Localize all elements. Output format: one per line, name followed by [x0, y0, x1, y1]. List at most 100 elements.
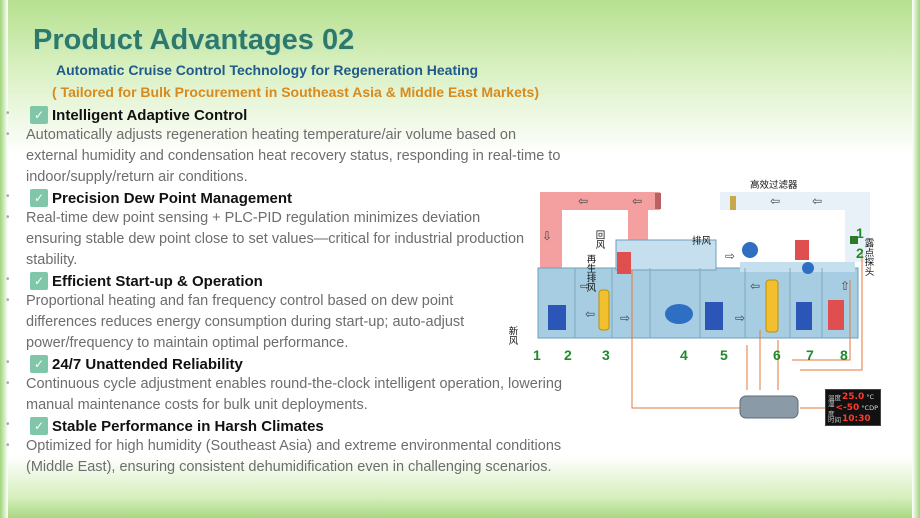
cooling-coil-icon	[705, 302, 723, 330]
checkmark-icon: ✓	[30, 272, 48, 290]
feature-heading: ✓ Intelligent Adaptive Control	[30, 105, 247, 125]
page-title: Product Advantages 02	[33, 24, 355, 56]
feature-title: Efficient Start-up & Operation	[52, 272, 263, 290]
upper-casing	[615, 239, 717, 271]
arrow-icon: ⇦	[750, 279, 760, 293]
checkmark-icon: ✓	[30, 355, 48, 373]
regen-fan-icon	[802, 262, 814, 274]
panel-unit: °CDP	[861, 403, 878, 412]
feature-heading: ✓ Stable Performance in Harsh Climates	[30, 416, 324, 436]
component-number: 6	[773, 347, 781, 363]
arrow-icon: ⇦	[585, 307, 595, 321]
panel-value: 10:30	[842, 413, 871, 424]
feature-heading: ✓ Precision Dew Point Management	[30, 188, 292, 208]
coil-icons	[548, 240, 844, 330]
feature-description: Real-time dew point sensing + PLC-PID re…	[26, 210, 525, 268]
feature-title: Precision Dew Point Management	[52, 189, 293, 207]
arrow-icon: ⇦	[812, 194, 822, 208]
bullet-dot: •	[6, 129, 10, 140]
supply-duct-right	[845, 192, 870, 262]
page-subtitle: Automatic Cruise Control Technology for …	[56, 62, 479, 78]
regen-exhaust-label: 再生排风	[585, 254, 597, 293]
panel-label: 湿度	[828, 399, 835, 418]
hepa-filter	[730, 196, 736, 210]
arrow-icon: ⇨	[725, 249, 735, 263]
bullet-dot: •	[6, 357, 10, 368]
exhaust-fan-icon	[742, 242, 758, 258]
desiccant-wheel-2	[765, 279, 779, 333]
arrow-icon: ⇩	[542, 229, 552, 243]
component-number: 1	[533, 347, 541, 363]
panel-label: 温度	[828, 393, 841, 402]
feature-title: Stable Performance in Harsh Climates	[52, 417, 324, 435]
market-note: ( Tailored for Bulk Procurement in South…	[52, 84, 539, 100]
arrow-icon: ⇦	[578, 194, 588, 208]
probe-number: 1	[856, 225, 864, 241]
component-number: 4	[680, 347, 688, 363]
bullet-dot: •	[6, 191, 10, 202]
controller-display: 温度 25.0 °C 湿度 <-50 °CDP 时间 10:30	[825, 389, 881, 426]
panel-unit: °C	[866, 392, 875, 401]
feature-title: 24/7 Unattended Reliability	[52, 355, 243, 373]
plc-controller	[739, 395, 799, 419]
return-air-label: 回风	[594, 230, 606, 250]
component-number: 7	[806, 347, 814, 363]
arrow-icon: ⇧	[840, 279, 850, 293]
regen-heater-icon	[617, 252, 631, 274]
right-border-decoration	[912, 0, 920, 518]
dewpoint-probe-icon	[850, 236, 858, 244]
component-number: 8	[840, 347, 848, 363]
feature-heading: ✓ Efficient Start-up & Operation	[30, 271, 263, 291]
bullet-dot: •	[6, 274, 10, 285]
regen-damper	[655, 193, 661, 209]
component-number: 2	[564, 347, 572, 363]
arrow-icon: ⇨	[620, 311, 630, 325]
arrow-icon: ⇨	[580, 279, 590, 293]
desiccant-wheel-1	[598, 289, 610, 331]
feature-title: Intelligent Adaptive Control	[52, 106, 248, 124]
supply-duct	[720, 192, 870, 262]
bullet-dot: •	[6, 108, 10, 119]
heater-coil-icon	[828, 300, 844, 330]
left-border-decoration	[0, 0, 8, 518]
bullet-dot: •	[6, 212, 10, 223]
checkmark-icon: ✓	[30, 417, 48, 435]
checkmark-icon: ✓	[30, 189, 48, 207]
feature-description: Continuous cycle adjustment enables roun…	[26, 376, 563, 413]
exhaust-label: 排风	[692, 235, 712, 247]
panel-label: 时间	[828, 415, 841, 424]
feature-heading: ✓ 24/7 Unattended Reliability	[30, 354, 243, 374]
fresh-air-label: 新风	[507, 325, 519, 346]
component-number: 5	[720, 347, 728, 363]
feature-description: Proportional heating and fan frequency c…	[26, 293, 465, 351]
casing-dividers	[574, 268, 823, 338]
feature-description: Optimized for high humidity (Southeast A…	[26, 438, 562, 475]
bullet-dot: •	[6, 440, 10, 451]
bullet-dot: •	[6, 378, 10, 389]
checkmark-icon: ✓	[30, 106, 48, 124]
dewpoint-probe-label: 露点探头	[863, 238, 875, 277]
arrow-icon: ⇦	[632, 194, 642, 208]
component-numbers: 1 2 3 4 5 6 7 8 1 2	[533, 225, 864, 363]
rear-coil-icon	[796, 302, 812, 330]
upper-casing-right	[740, 262, 855, 272]
supply-fan-icon	[665, 304, 693, 324]
diagram-labels: 高效过滤器 回风 排风 再生排风 新风 露点探头	[507, 179, 875, 346]
arrow-icon: ⇦	[770, 194, 780, 208]
feature-description: Automatically adjusts regeneration heati…	[26, 127, 561, 185]
filter-label: 高效过滤器	[750, 179, 798, 191]
component-number: 3	[602, 347, 610, 363]
airflow-arrows: ⇦ ⇦ ⇩ ⇦ ⇦ ⇨ ⇨ ⇨ ⇦ ⇨ ⇦ ⇧	[542, 194, 850, 325]
arrow-icon: ⇨	[735, 311, 745, 325]
top-heater-icon	[795, 240, 809, 260]
bullet-dot: •	[6, 295, 10, 306]
panel-value: <-50	[835, 402, 860, 413]
bullet-dot: •	[6, 419, 10, 430]
panel-value: 25.0	[842, 391, 865, 402]
supply-duct-top	[720, 192, 870, 210]
control-wires	[631, 250, 863, 409]
probe-number: 2	[856, 245, 864, 261]
filter-coil-icon	[548, 305, 566, 330]
